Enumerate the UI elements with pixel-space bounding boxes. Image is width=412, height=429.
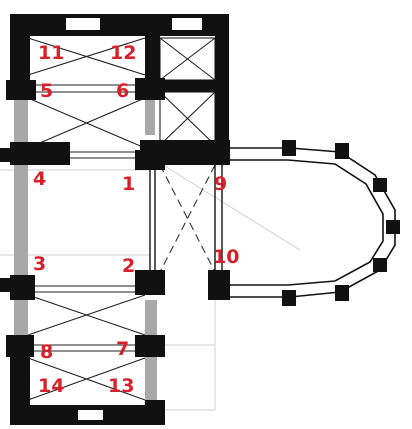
pier-labels: 1 2 3 4 5 6 7 8 9 10 11 12 13 14 <box>33 42 239 397</box>
black-walls <box>0 14 230 425</box>
pier-label-2: 2 <box>122 255 135 277</box>
aisle-lines <box>149 165 223 275</box>
pier-label-11: 11 <box>38 42 64 64</box>
pier-label-4: 4 <box>33 168 46 190</box>
pier-label-5: 5 <box>40 80 53 102</box>
south-vault-ribs <box>27 285 146 401</box>
pier-label-3: 3 <box>33 253 46 275</box>
pier-label-7: 7 <box>116 338 129 360</box>
pier-label-14: 14 <box>38 375 64 397</box>
pier-label-6: 6 <box>116 80 129 102</box>
pier-label-12: 12 <box>110 42 136 64</box>
apse-buttresses <box>282 140 400 306</box>
pier-label-8: 8 <box>40 341 53 363</box>
apse-walls <box>220 147 396 298</box>
pier-label-1: 1 <box>122 173 135 195</box>
crossing-dashed-ribs <box>159 164 216 273</box>
nw-vault-ribs <box>27 37 146 159</box>
pier-label-9: 9 <box>214 173 227 195</box>
pier-label-10: 10 <box>213 246 239 268</box>
pier-label-13: 13 <box>108 375 134 397</box>
grey-walls <box>14 100 157 400</box>
